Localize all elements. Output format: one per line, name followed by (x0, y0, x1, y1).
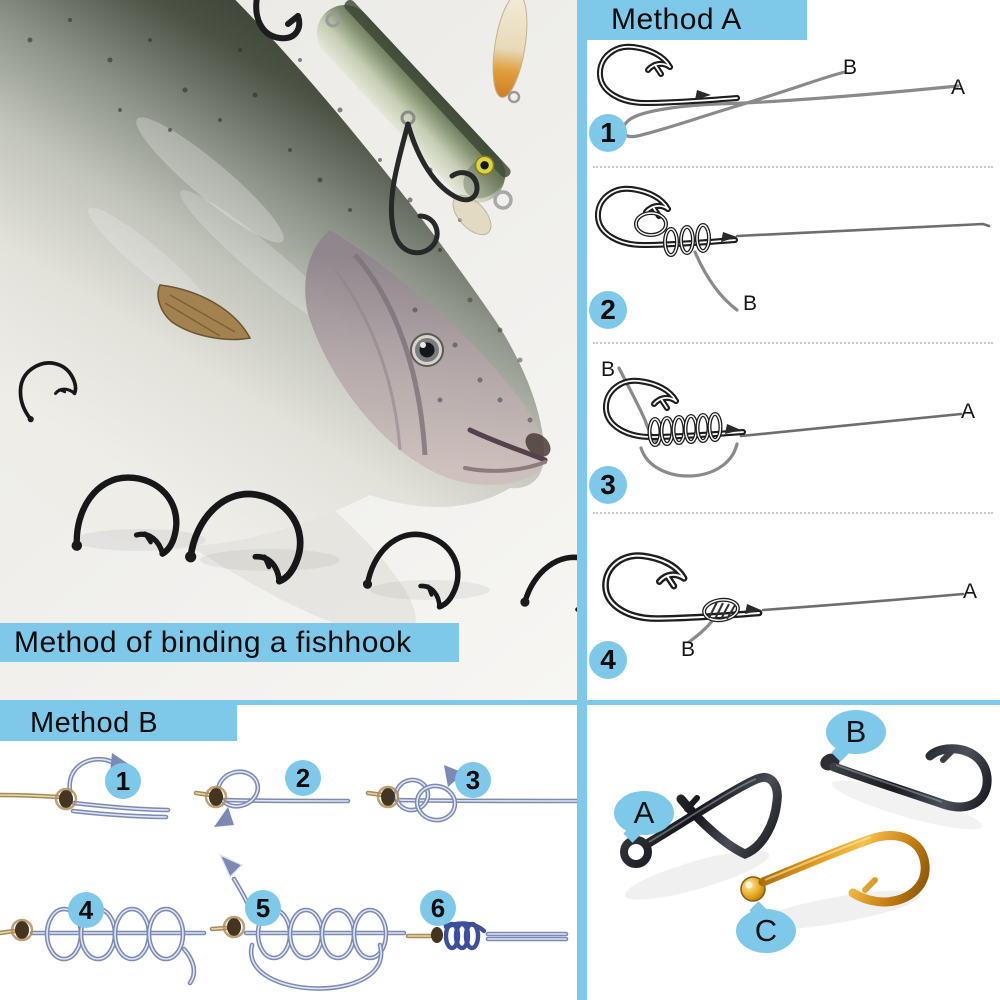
step4-line-a-label: A (963, 580, 978, 603)
photo-caption: Method of binding a fishhook (14, 625, 412, 659)
hook-showcase-art (620, 744, 992, 930)
method-b-diagrams (0, 753, 577, 991)
step2-number: 2 (600, 294, 616, 325)
fish-photo-art (0, 0, 577, 700)
fish-speckles (27, 18, 462, 252)
method-b-step5-badge: 5 (245, 890, 281, 926)
pectoral-fin (157, 284, 252, 341)
b-step4-number: 4 (78, 894, 94, 925)
step4-line-b-label: B (681, 638, 696, 661)
method-a-panel: Method A B A 1 (587, 0, 1000, 700)
method-b-step3-diagram (365, 765, 577, 823)
method-b-header: Method B (0, 705, 237, 741)
step3-line-a-label: A (961, 400, 976, 423)
hook-c-label-bubble: C (736, 901, 796, 953)
method-b-step5-diagram (209, 853, 407, 991)
method-a-step2-diagram (587, 168, 991, 312)
fish-eye (410, 333, 444, 367)
b-step6-number: 6 (430, 892, 446, 923)
b-step3-number: 3 (465, 764, 481, 795)
step-separator (593, 512, 993, 514)
treble-hook-icon (388, 121, 480, 256)
method-b-step2-diagram (193, 769, 351, 827)
hook-c-gold-icon (740, 830, 930, 907)
hook-c-letter: C (754, 913, 778, 948)
green-lure (316, 0, 513, 256)
step3-line-b-label: B (601, 358, 616, 381)
horizontal-divider (0, 700, 1000, 705)
step-separator (593, 342, 993, 344)
method-b-step2-badge: 2 (285, 760, 321, 796)
hook-a-letter: A (633, 795, 655, 830)
method-a-step-3: B A 3 (587, 344, 1000, 514)
method-b-panel: Method B 1 2 3 4 5 6 (0, 705, 577, 1000)
step3-number-badge: 3 (589, 466, 627, 504)
black-hooks-row (3, 350, 577, 639)
hook-a-ringed-icon (620, 773, 782, 868)
method-a-title: Method A (611, 3, 742, 36)
lure-split-ring (493, 190, 513, 210)
step1-number: 1 (600, 117, 616, 148)
step4-number-badge: 4 (589, 641, 627, 679)
b-step1-number: 1 (115, 765, 131, 796)
step2-number-badge: 2 (589, 291, 627, 329)
method-a-step1-diagram (587, 40, 960, 139)
step-separator (593, 166, 993, 168)
method-b-step1-badge: 1 (105, 763, 141, 799)
hook-b-spade-icon (820, 744, 992, 812)
hook-b-label-bubble: B (826, 710, 886, 762)
hook-showcase-panel: A B C (587, 705, 1000, 1000)
b-step5-number: 5 (255, 892, 271, 923)
fish-photo: Method of binding a fishhook (0, 0, 577, 700)
step1-line-b-label: B (843, 56, 858, 79)
head-spots (412, 297, 533, 423)
method-a-step-2: B 2 (587, 168, 1000, 344)
trout-fish (0, 0, 551, 547)
method-b-step4-badge: 4 (68, 892, 104, 928)
hook-b-letter: B (845, 714, 867, 749)
step3-number: 3 (600, 469, 616, 500)
method-b-step1-diagram (0, 753, 171, 820)
step4-number: 4 (600, 644, 616, 675)
method-a-step3-diagram (587, 366, 963, 478)
photo-caption-banner: Method of binding a fishhook (0, 623, 459, 662)
step1-line-a-label: A (951, 76, 966, 99)
vertical-divider (577, 0, 587, 1000)
step1-number-badge: 1 (589, 114, 627, 152)
black-hook-top-icon (253, 0, 303, 42)
method-b-step3-badge: 3 (455, 762, 491, 798)
method-b-step6-badge: 6 (420, 890, 456, 926)
step2-line-b-label: B (743, 292, 758, 315)
method-a-header: Method A (587, 0, 807, 40)
method-a-step-4: B A 4 (587, 514, 1000, 700)
b-step2-number: 2 (295, 762, 311, 793)
orange-lure (492, 0, 528, 104)
hook-a-label-bubble: A (614, 791, 674, 843)
method-b-title: Method B (30, 706, 159, 739)
method-a-step-1: B A 1 (587, 40, 1000, 168)
method-b-step4-diagram (0, 906, 207, 986)
method-a-step4-diagram (587, 514, 965, 644)
